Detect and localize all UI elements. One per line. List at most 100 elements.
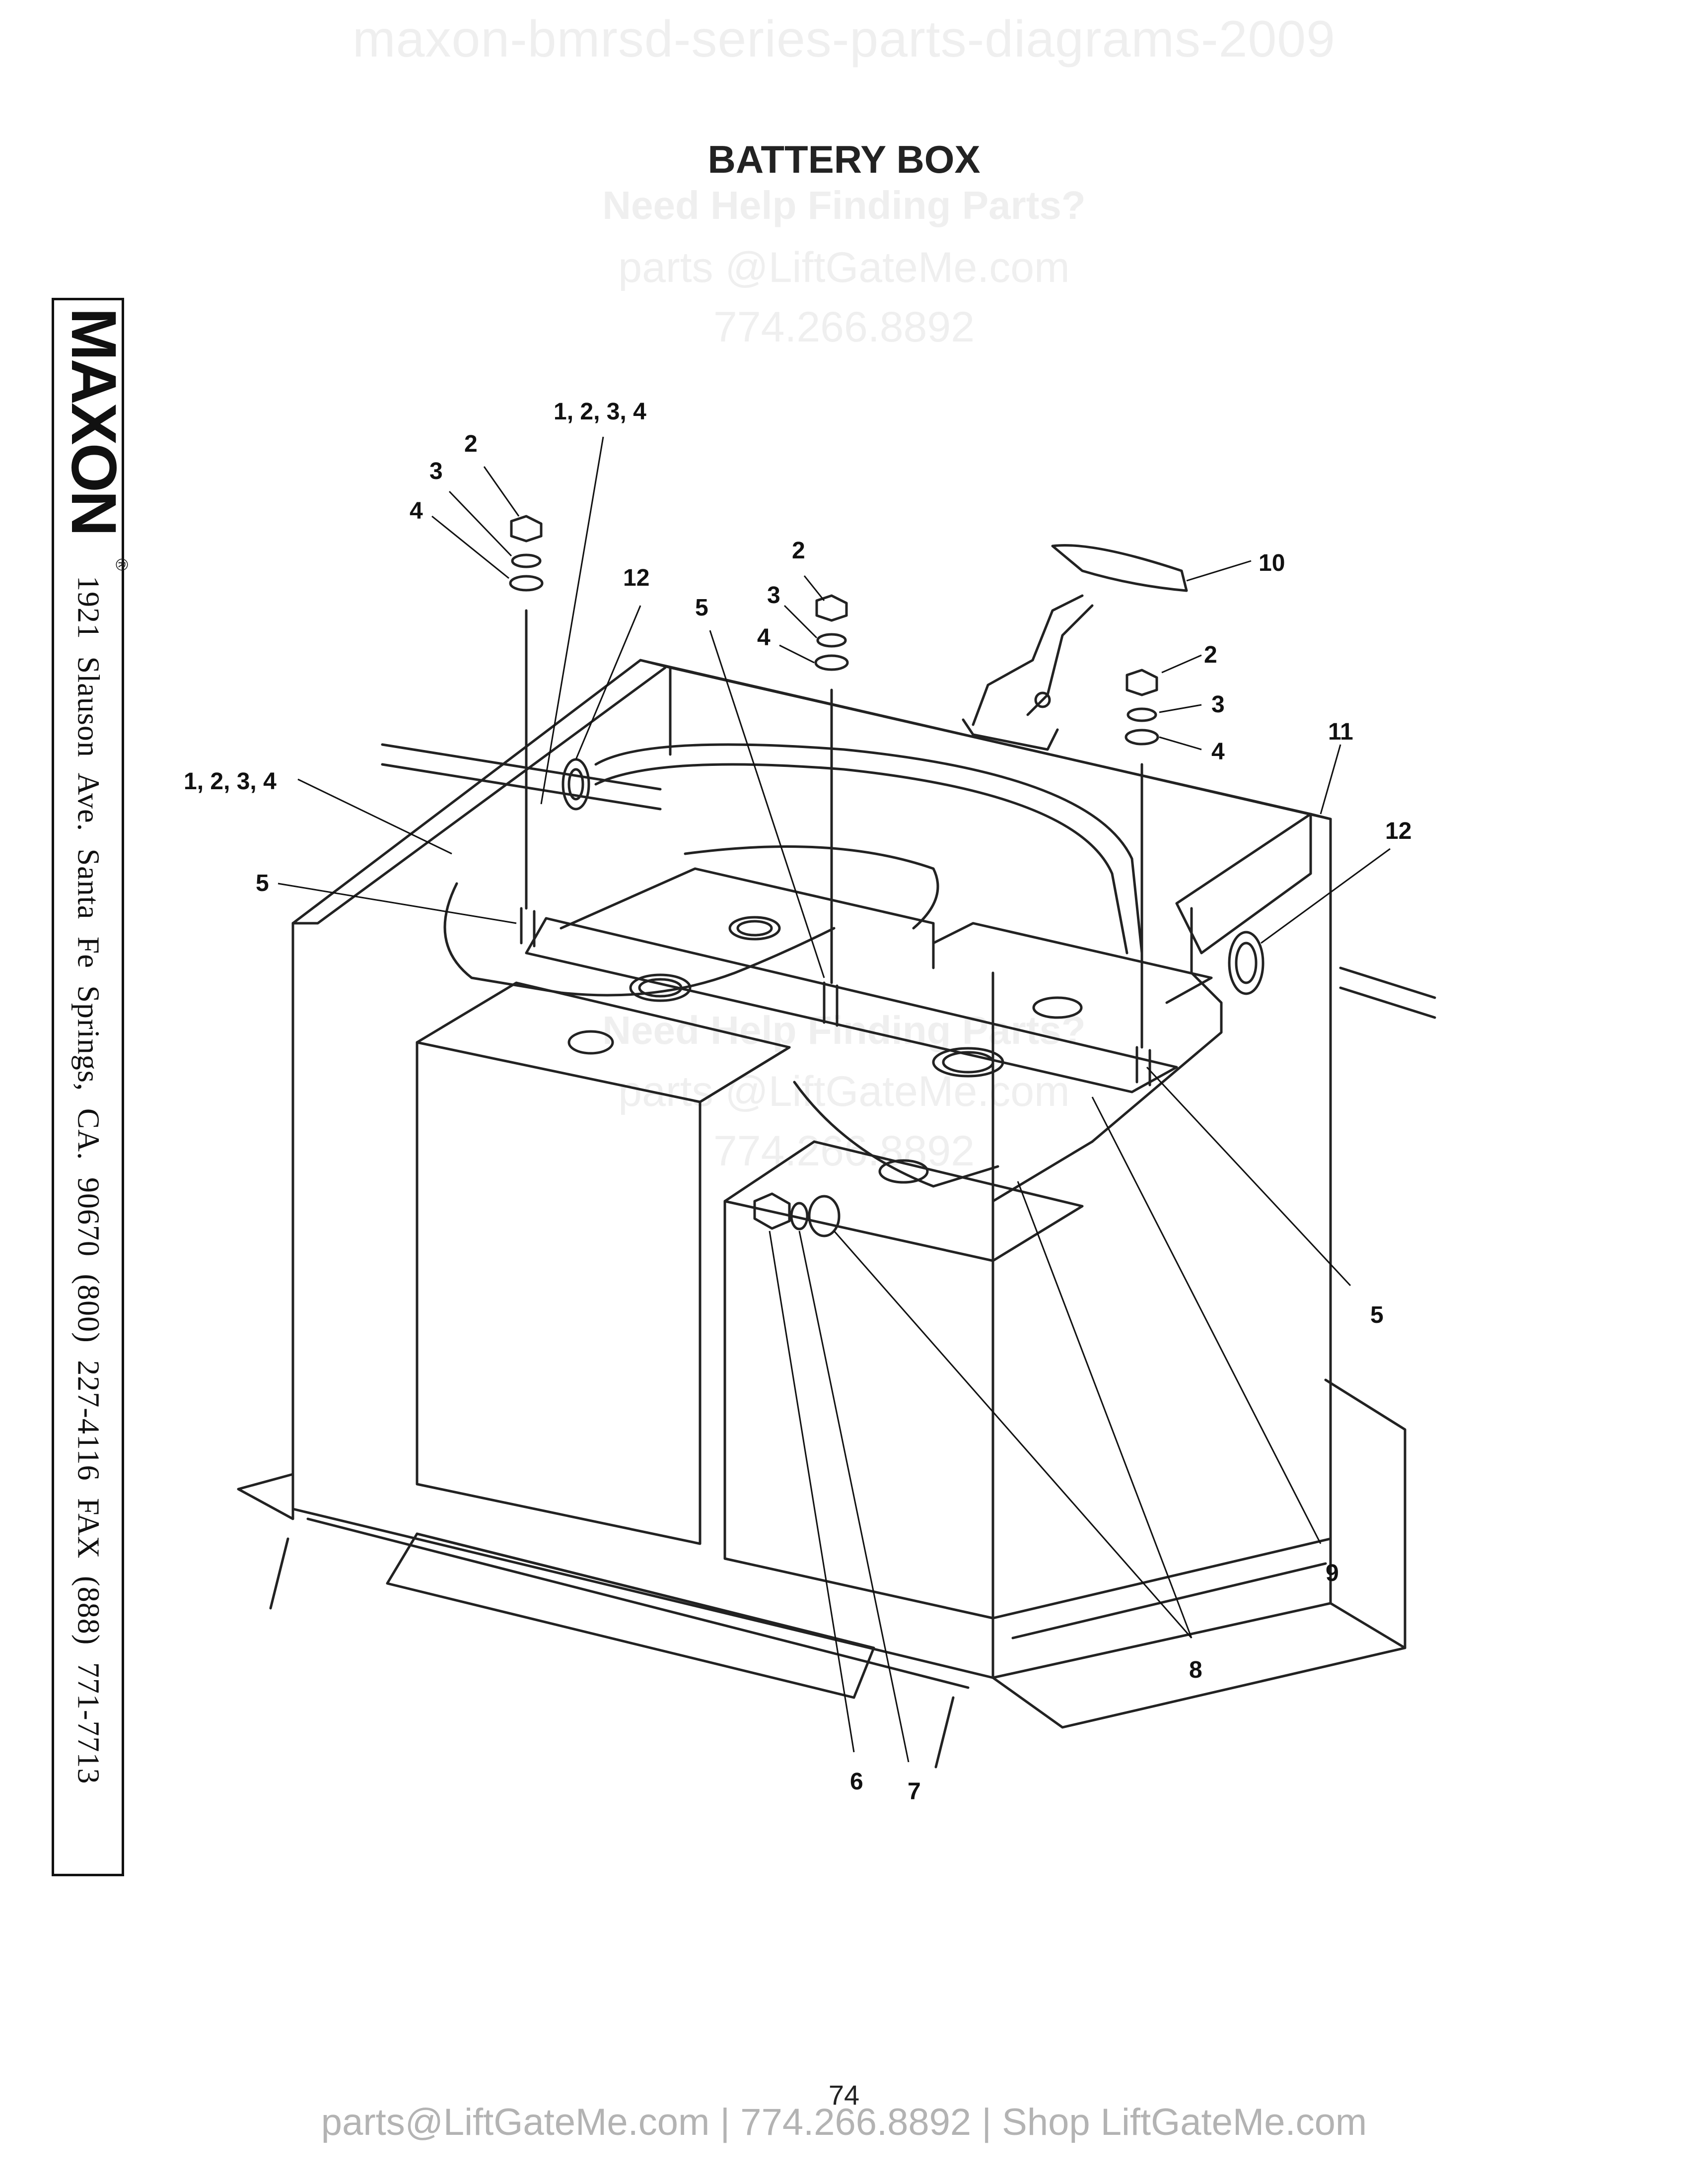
callout-9: 9 [1326, 1560, 1339, 1586]
cable-front-jumper [793, 1081, 999, 1188]
grommet-left [562, 758, 590, 811]
callout-8: 8 [1189, 1657, 1202, 1683]
lockwasher-side [790, 1202, 809, 1230]
callout-3-left: 3 [429, 458, 443, 484]
front-edge-tick-right [934, 1696, 955, 1769]
terminal-cap [629, 973, 692, 1002]
front-edge-tick-left [269, 1537, 289, 1610]
callout-6: 6 [850, 1769, 863, 1795]
leader-5-left [278, 883, 517, 924]
hold-down-bar [525, 917, 1178, 1093]
maxon-logo-text: MAXON [62, 308, 117, 534]
leader-4-left [431, 515, 509, 579]
battery-left-front [416, 1041, 702, 1545]
maxon-logo: MAXON [62, 308, 117, 534]
leader-10 [1186, 560, 1252, 582]
washer-right [1125, 729, 1159, 746]
callout-3-mid: 3 [767, 582, 780, 609]
leader-12-right [1261, 848, 1391, 944]
box-right-bracket [1175, 813, 1312, 955]
help-watermark-mid-line1: Need Help Finding Parts? [602, 1008, 1086, 1052]
nut-side [753, 1192, 791, 1230]
callout-12-top: 12 [623, 565, 649, 591]
leader-4-mid [779, 644, 815, 664]
battery-left-top-edge [699, 1046, 791, 1103]
callout-10: 10 [1259, 550, 1285, 576]
latch-base [962, 718, 1059, 751]
callout-4-mid: 4 [757, 624, 771, 651]
leader-9 [1091, 1096, 1322, 1544]
box-floor-edge [306, 1517, 970, 1689]
grommet-right [1228, 931, 1265, 995]
leader-1234-top [540, 436, 604, 805]
callout-4-left: 4 [410, 498, 423, 524]
leader-11 [1320, 744, 1341, 815]
terminal-cap [1032, 996, 1083, 1019]
nut-left [510, 515, 543, 543]
washer-left [509, 575, 544, 592]
stud-mid [823, 981, 839, 1027]
box-right-edge [1091, 907, 1223, 1143]
callout-3-right: 3 [1211, 691, 1225, 718]
leader-8b [1017, 1181, 1193, 1638]
leader-3-left [448, 490, 512, 557]
terminal-cap [567, 1030, 614, 1055]
help-watermark-line3: 774.266.8892 [713, 303, 975, 351]
terminal-cap-inner [736, 920, 773, 937]
grommet-right-inner [1235, 942, 1258, 984]
page-title: BATTERY BOX [707, 137, 981, 181]
foot-left [237, 1473, 294, 1520]
latch-pivot [1034, 691, 1051, 708]
sidebar-frame [52, 298, 124, 1876]
lockwasher-mid [816, 633, 847, 648]
hinge-knuckle-line [416, 1532, 875, 1649]
cable-loop-mid [684, 845, 939, 930]
foot-rail-right-end [1324, 1378, 1407, 1649]
callout-2-mid: 2 [792, 538, 805, 564]
leader-5-right [1146, 1066, 1351, 1287]
box-front-lip [291, 666, 667, 925]
leader-8a [833, 1230, 1193, 1638]
leader-3-mid [783, 605, 818, 639]
callout-11: 11 [1328, 719, 1353, 745]
battery-right-side [991, 1140, 1094, 1262]
terminal-cap [878, 1159, 929, 1184]
callout-2-right: 2 [1204, 642, 1217, 668]
callout-7: 7 [908, 1778, 921, 1805]
foot-rail-inner [1011, 1562, 1327, 1639]
callout-12-right: 12 [1385, 818, 1411, 844]
footer-contact[interactable]: parts@LiftGateMe.com | 774.266.8892 | Sh… [321, 2101, 1367, 2143]
box-rear-rim [639, 659, 1332, 820]
callout-5-left: 5 [256, 870, 269, 896]
stud-left [520, 907, 536, 948]
leader-12-top [575, 605, 641, 760]
help-watermark-line1: Need Help Finding Parts? [602, 183, 1086, 227]
callout-1234-left: 1, 2, 3, 4 [184, 768, 277, 795]
battery-rear-right [932, 922, 1213, 1004]
callout-5-right: 5 [1370, 1302, 1384, 1328]
lockwasher-left [511, 553, 542, 568]
cable-exit-edge [1339, 986, 1436, 1019]
washer-side [808, 1195, 841, 1237]
leader-7 [798, 1230, 910, 1763]
box-outline-top [291, 659, 1332, 1605]
rear-rod-edge [381, 763, 662, 811]
leader-3-right [1159, 704, 1202, 713]
leader-2-left [483, 466, 520, 517]
terminal-cap [728, 916, 781, 941]
nut-mid [815, 594, 848, 622]
battery-right-front [723, 1200, 994, 1620]
leader-1234-left [297, 778, 452, 855]
leader-2-mid [803, 575, 825, 601]
foot-rail-right-top [991, 1537, 1332, 1620]
latch-arm-2 [1026, 604, 1094, 716]
cable-loop-top-inner [594, 763, 1128, 955]
cable-exit [1339, 966, 1436, 999]
lockwasher-right [1126, 707, 1157, 722]
cable-loop-left [443, 882, 836, 997]
help-watermark-mid-line2: parts @LiftGateMe.com [618, 1068, 1070, 1115]
leader-6 [769, 1230, 855, 1753]
callout-5-mid: 5 [695, 595, 708, 621]
rear-rod [381, 743, 662, 791]
